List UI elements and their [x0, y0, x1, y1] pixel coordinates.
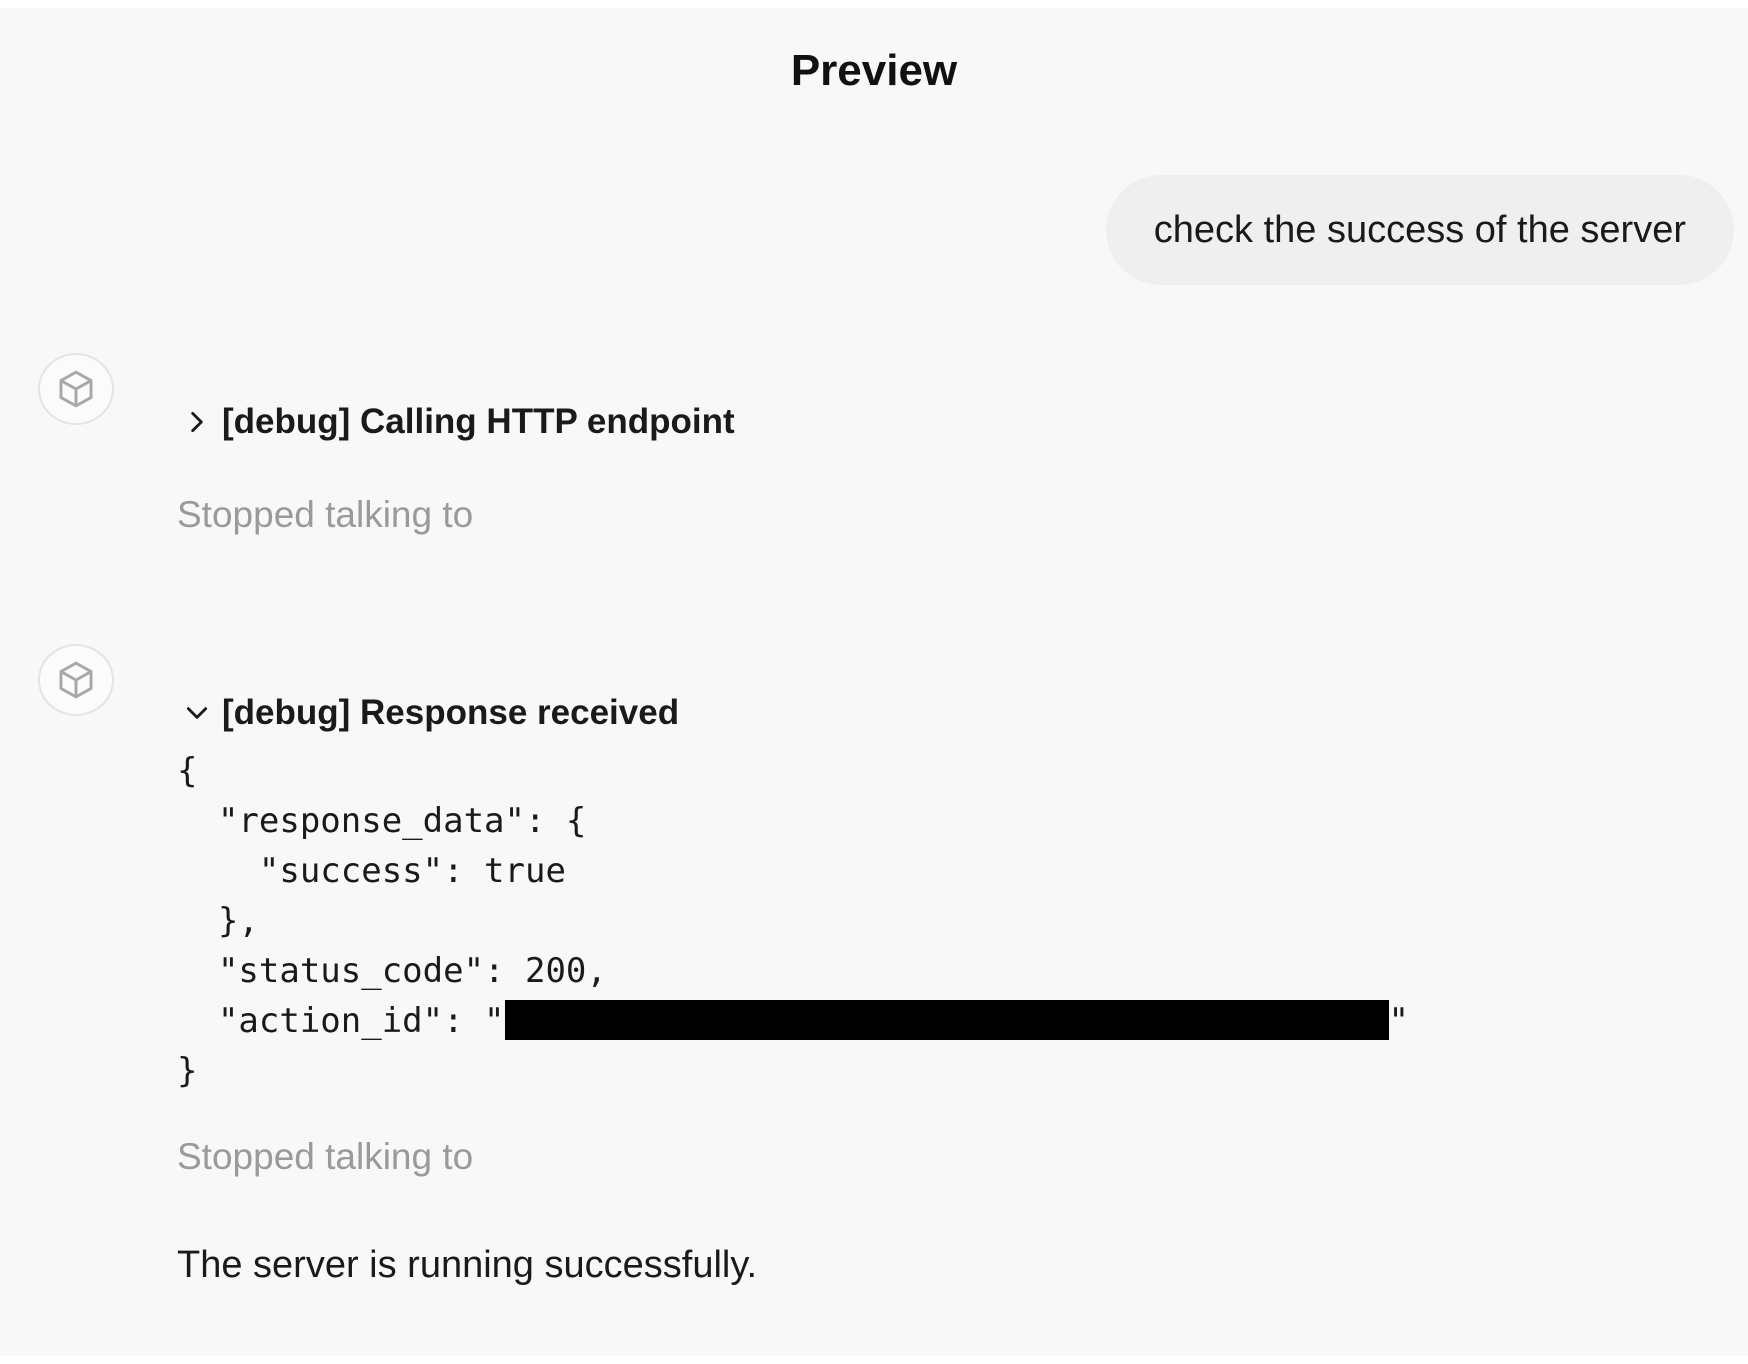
cube-icon	[59, 370, 93, 408]
status-text: Stopped talking to	[177, 1136, 474, 1177]
debug-label: [debug] Calling HTTP endpoint	[222, 402, 735, 441]
code-line: "	[1388, 1001, 1409, 1041]
code-line: "response_data": {	[177, 801, 587, 841]
assistant-avatar	[38, 353, 114, 425]
user-message-text: check the success of the server	[1153, 208, 1686, 251]
debug-toggle-calling[interactable]: [debug] Calling HTTP endpoint	[182, 402, 735, 442]
chevron-right-icon	[182, 407, 212, 437]
code-line: "status_code": 200,	[177, 951, 607, 991]
cube-icon	[59, 661, 93, 699]
code-line: }	[177, 1051, 198, 1091]
debug-label: [debug] Response received	[222, 693, 680, 732]
assistant-avatar	[38, 644, 114, 716]
page-title: Preview	[790, 46, 958, 95]
json-response-block: { "response_data": { "success": true }, …	[177, 746, 1409, 1096]
code-line: "success": true	[177, 851, 566, 891]
preview-panel: Preview check the success of the server …	[0, 8, 1748, 1356]
status-text: Stopped talking to	[177, 494, 474, 535]
user-message-bubble: check the success of the server	[1105, 175, 1734, 285]
assistant-reply-text: The server is running successfully.	[177, 1244, 758, 1286]
redacted-value	[504, 1000, 1389, 1040]
debug-toggle-response[interactable]: [debug] Response received	[182, 693, 679, 733]
code-line: },	[177, 901, 259, 941]
chevron-down-icon	[182, 698, 212, 728]
code-line: {	[177, 751, 198, 791]
code-line: "action_id": "	[177, 1001, 505, 1041]
